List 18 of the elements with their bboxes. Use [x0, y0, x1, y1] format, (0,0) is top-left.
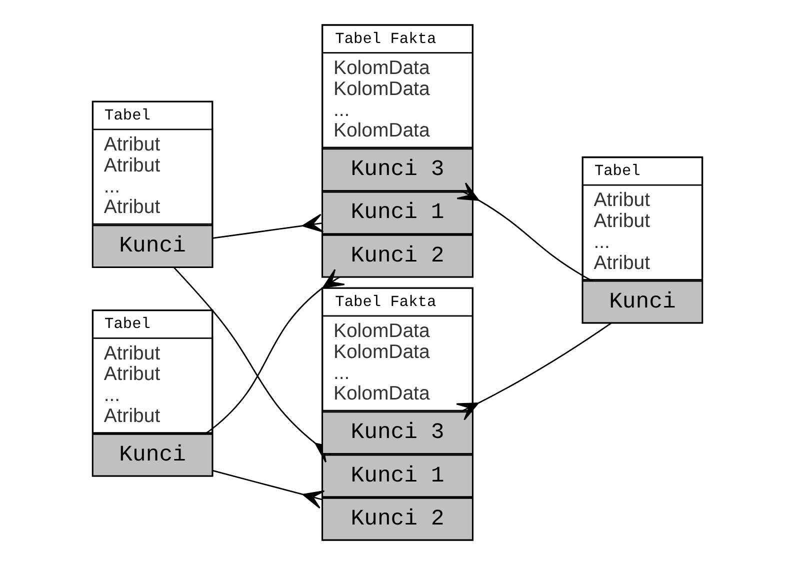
- node-box: Kunci 2: [322, 498, 474, 541]
- node-box: Kunci 1: [322, 454, 474, 498]
- node-box: Kunci: [92, 224, 214, 268]
- node-box: Kunci 2: [322, 234, 474, 278]
- connector: [204, 268, 346, 435]
- node-box: Atribut Atribut ... Atribut: [92, 337, 214, 434]
- node-box: KolomData KolomData ... KolomData: [322, 52, 474, 148]
- node-box: Kunci: [92, 434, 214, 477]
- connector: [212, 470, 325, 509]
- node-box: Atribut Atribut ... Atribut: [92, 128, 214, 225]
- node-box: Kunci 3: [322, 411, 474, 454]
- node-box: Kunci: [582, 280, 703, 324]
- node-box: Kunci 3: [322, 148, 474, 192]
- node-box: Kunci 1: [322, 191, 474, 234]
- connector: [456, 182, 594, 282]
- node-box: Atribut Atribut ... Atribut: [582, 184, 703, 280]
- connector: [212, 214, 324, 239]
- node-box: KolomData KolomData ... KolomData: [322, 315, 474, 412]
